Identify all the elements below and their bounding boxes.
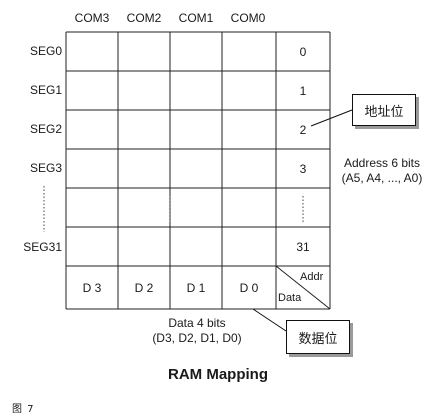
figure-label: 图 7: [12, 404, 35, 415]
row-label-seg3: SEG3: [29, 161, 62, 175]
grid-horizontal-lines: [66, 31, 330, 310]
data-bit-d2: D 2: [134, 281, 154, 295]
data-bit-d0: D 0: [239, 281, 259, 295]
address-note-line2: (A5, A4, ..., A0): [341, 171, 423, 185]
column-header-com0: COM0: [230, 11, 266, 25]
address-callout-leader: [310, 109, 353, 127]
grid-vertical-lines: [65, 32, 331, 309]
column-header-com1: COM1: [178, 11, 214, 25]
column-header-com2: COM2: [126, 11, 162, 25]
ellipsis-dots: [43, 186, 304, 232]
address-value-31: 31: [296, 240, 310, 254]
data-bit-d1: D 1: [186, 281, 206, 295]
column-header-com3: COM3: [74, 11, 110, 25]
row-label-seg31: SEG31: [23, 240, 62, 254]
row-label-seg1: SEG1: [29, 83, 62, 97]
data-bits-callout: 数据位: [286, 320, 350, 354]
address-value-3: 3: [299, 162, 307, 176]
data-bit-d3: D 3: [82, 281, 102, 295]
data-note-line1: Data 4 bits: [168, 316, 226, 330]
corner-label-addr: Addr: [300, 271, 324, 283]
address-value-0: 0: [299, 45, 307, 59]
row-label-seg2: SEG2: [29, 122, 62, 136]
row-label-seg0: SEG0: [29, 44, 62, 58]
diagram-title: RAM Mapping: [168, 366, 268, 383]
corner-diagonal: [275, 265, 331, 310]
data-callout-leader: [252, 308, 287, 332]
address-value-1: 1: [299, 84, 307, 98]
address-note: Address 6 bits (A5, A4, ..., A0): [330, 156, 434, 186]
address-bits-callout: 地址位: [352, 94, 416, 126]
address-note-line1: Address 6 bits: [343, 156, 421, 170]
corner-label-data: Data: [278, 292, 302, 304]
address-value-2: 2: [299, 123, 307, 137]
data-note-line2: (D3, D2, D1, D0): [152, 331, 242, 345]
data-note: Data 4 bits (D3, D2, D1, D0): [118, 316, 276, 346]
